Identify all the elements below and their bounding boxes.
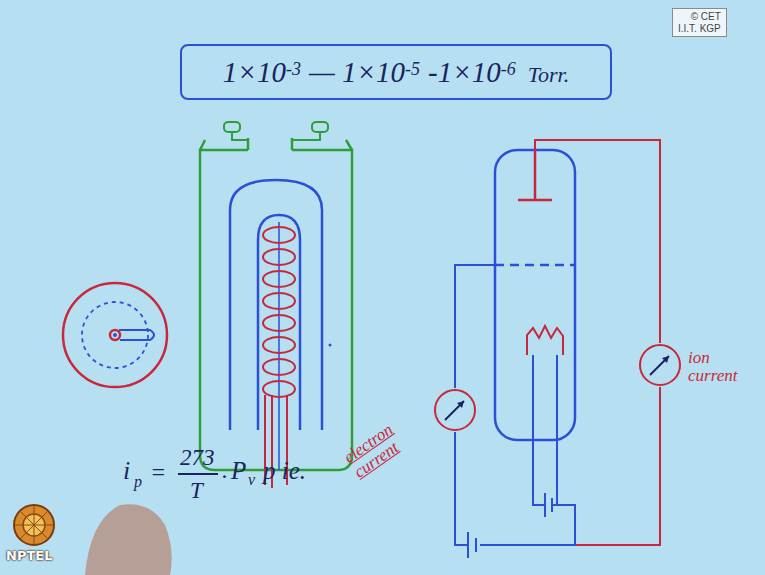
formula-text: p ie. bbox=[263, 458, 306, 483]
meter-symbol bbox=[638, 343, 682, 387]
pressure-text-row: 1×10-3 — 1×10-5 -1×10-6 Torr. bbox=[223, 56, 569, 89]
exponent-text: -6 bbox=[501, 59, 516, 79]
pressure-range-box: 1×10-3 — 1×10-5 -1×10-6 Torr. bbox=[180, 44, 612, 100]
logo-box: © CETI.I.T. KGP bbox=[672, 8, 727, 37]
formula-subscript: v bbox=[248, 472, 255, 488]
formula-symbol: i bbox=[123, 458, 130, 484]
ion-current-meter: ion current bbox=[638, 343, 682, 387]
exponent-text: -3 bbox=[286, 59, 301, 79]
pressure-text: -1×10 bbox=[428, 56, 501, 88]
formula-dot: . bbox=[222, 458, 228, 482]
formula-equals: = bbox=[150, 460, 166, 484]
exponent-text: -5 bbox=[405, 59, 420, 79]
logo-text: I.I.T. KGP bbox=[678, 23, 721, 35]
watermark-text: NPTEL bbox=[6, 549, 52, 562]
logo-text: © CET bbox=[678, 11, 721, 23]
formula-subscript: p bbox=[134, 474, 142, 490]
electron-current-meter: electron current bbox=[433, 388, 477, 432]
pressure-text: — 1×10 bbox=[309, 56, 405, 88]
formula-denominator: T bbox=[190, 479, 203, 502]
formula-symbol: P bbox=[231, 458, 246, 483]
formula-numerator: 273 bbox=[180, 446, 215, 469]
meter-symbol bbox=[433, 388, 477, 432]
pressure-text: Torr. bbox=[528, 62, 569, 87]
pressure-text: 1×10 bbox=[223, 56, 286, 88]
ion-current-label: ion current bbox=[688, 349, 746, 385]
